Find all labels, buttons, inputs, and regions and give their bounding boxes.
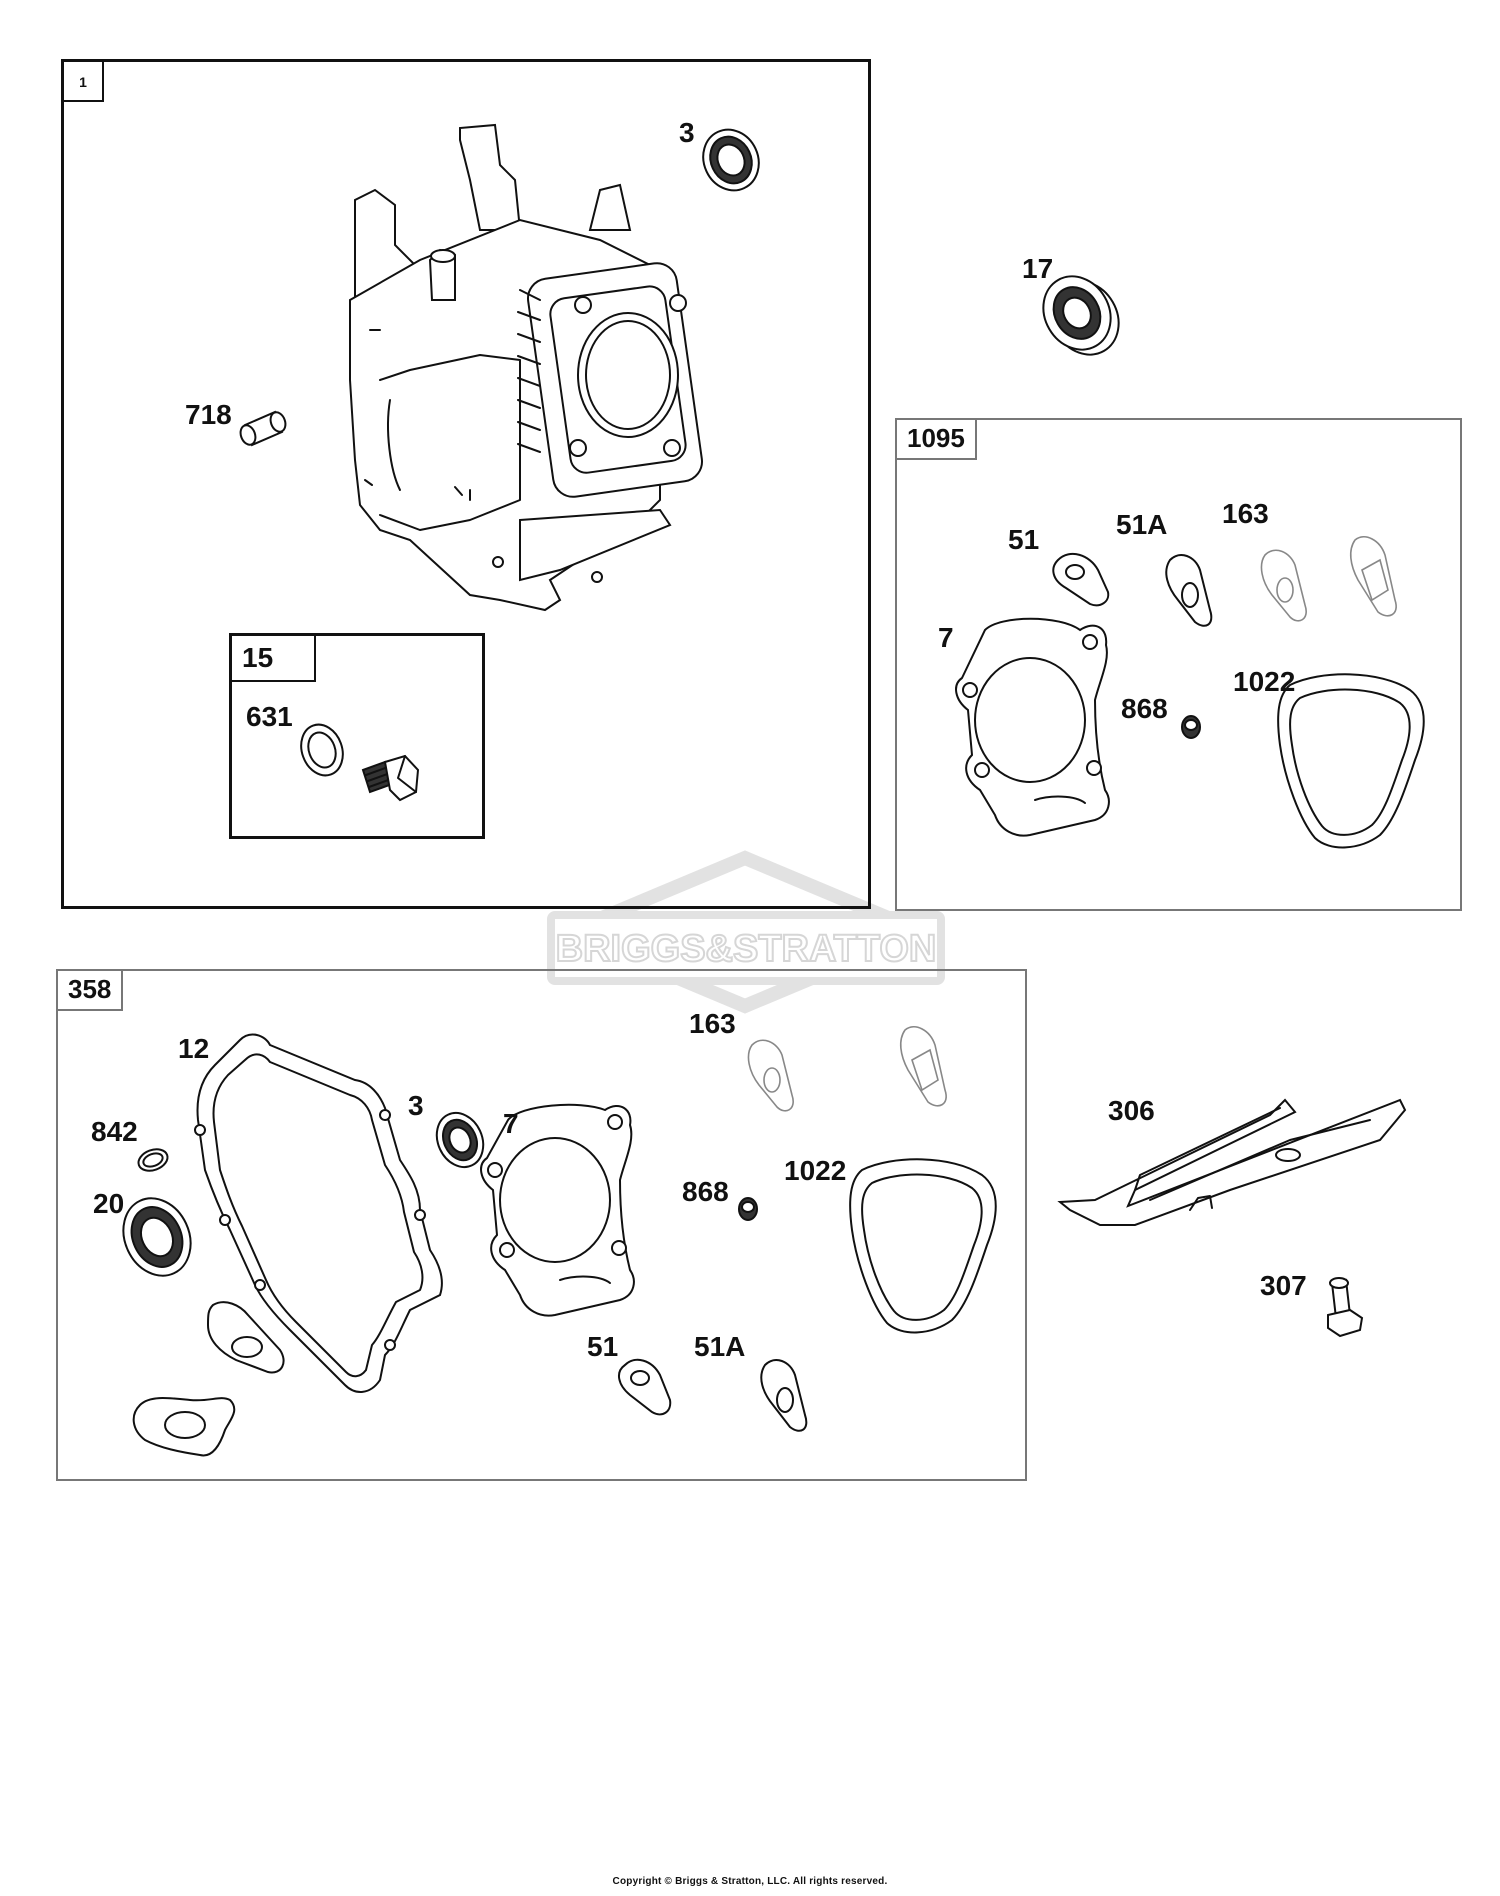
label-part-718: 718 (185, 399, 232, 430)
label-358-part-12: 12 (178, 1033, 210, 1064)
label-1095-part-7: 7 (938, 622, 954, 653)
engine-block-panel: 1 (61, 59, 871, 909)
screw-307-drawing (1327, 1277, 1364, 1338)
label-358-part-842: 842 (91, 1116, 138, 1147)
label-358-part-20: 20 (93, 1188, 125, 1219)
label-358-part-868: 868 (682, 1176, 729, 1207)
sleeve-718-drawing (239, 410, 287, 447)
engine-block-tag: 1 (64, 62, 104, 102)
deflector-306-drawing (1057, 1098, 1407, 1226)
gasket-set-1095-drawing (955, 536, 1425, 849)
label-part-306: 306 (1108, 1095, 1155, 1126)
copyright-notice: Copyright © Briggs & Stratton, LLC. All … (612, 1876, 888, 1887)
label-1095-part-163: 163 (1222, 498, 1269, 529)
label-358-part-51a: 51A (694, 1331, 746, 1362)
label-part-17: 17 (1022, 253, 1054, 284)
label-358-part-3: 3 (408, 1090, 424, 1121)
label-358-part-7: 7 (503, 1108, 519, 1139)
drain-plug-panel: 15 (229, 633, 485, 839)
label-358-part-51: 51 (587, 1331, 619, 1362)
label-1095-part-1022: 1022 (1233, 666, 1296, 697)
label-1095-part-51: 51 (1008, 524, 1040, 555)
label-358-part-1022: 1022 (784, 1155, 847, 1186)
label-part-3-block: 3 (679, 117, 695, 148)
label-358-part-163: 163 (689, 1008, 736, 1039)
label-part-631: 631 (246, 701, 293, 732)
gasket-set-1095-panel: 1095 (895, 418, 1462, 911)
label-part-307: 307 (1260, 1270, 1307, 1301)
oil-seal-3-drawing (702, 128, 760, 192)
drain-plug-drawing (300, 723, 420, 802)
bearing-17-drawing (1042, 275, 1120, 356)
gasket-set-358-drawing (122, 1026, 997, 1457)
label-1095-part-868: 868 (1121, 693, 1168, 724)
gasket-set-1095-tag: 1095 (897, 420, 977, 460)
gasket-set-358-panel: 358 (56, 969, 1027, 1481)
label-1095-part-51a: 51A (1116, 509, 1168, 540)
watermark-brand: BRIGGS&STRATTON (556, 928, 937, 970)
engine-block-drawing (349, 123, 703, 612)
gasket-set-358-tag: 358 (58, 971, 124, 1011)
drain-plug-tag: 15 (232, 636, 316, 682)
